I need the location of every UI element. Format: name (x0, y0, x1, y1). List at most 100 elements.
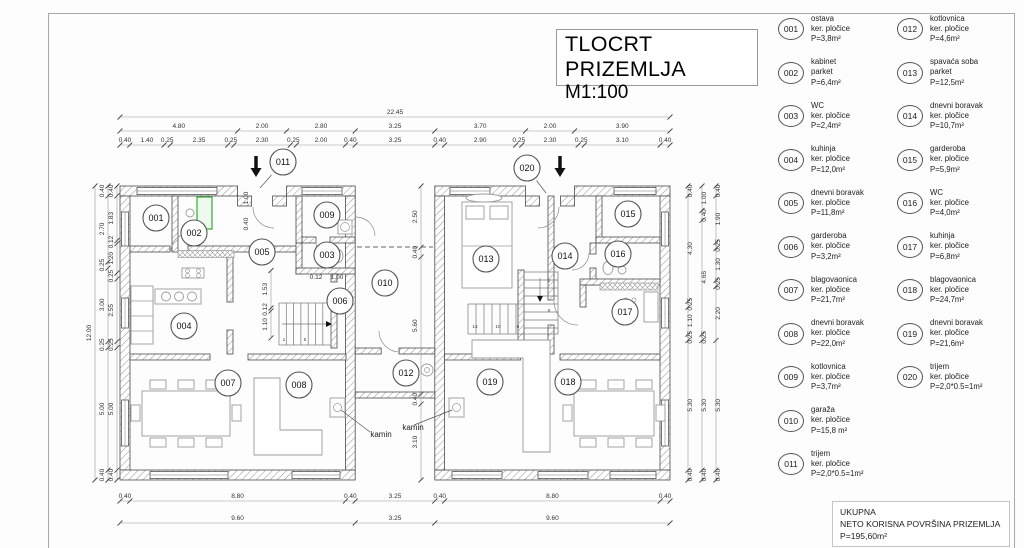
dimension-tick (287, 142, 294, 148)
room-bubble-005: 005 (248, 238, 276, 266)
dimension-label: 0.25 (108, 269, 115, 282)
dimension-tick (512, 142, 519, 148)
kamin-label: kamin (370, 430, 391, 439)
dimension-label: 0.40 (433, 493, 446, 500)
floor-plan-drawing: 22.454.802.002.803.253.702.003.900.401.4… (86, 109, 722, 526)
dimension-label: 0.25 (225, 137, 238, 144)
dimension-tick (713, 192, 719, 199)
room-bubble-003: 003 (313, 241, 341, 269)
dimension-tick (283, 128, 290, 134)
chair-kabinet (185, 208, 195, 218)
dimension-label: 0.25 (99, 338, 106, 351)
svg-text:006: 006 (332, 296, 347, 306)
dimension-label: 0.25 (715, 277, 722, 290)
total-label-2: NETO KORISNA POVRŠINA PRIZEMLJA (840, 519, 1001, 530)
dimension-label: 0.25 (161, 137, 174, 144)
stair-number: 1 (283, 337, 286, 343)
dimension-tick (713, 337, 719, 344)
dimension-label: 3.70 (474, 123, 487, 130)
dimension-tick (685, 304, 691, 311)
stair-number: 1 (548, 278, 551, 284)
stair-number: 14 (472, 324, 478, 330)
dimension-label: 1.00 (331, 274, 344, 281)
dimension-label: 1.40 (141, 137, 154, 144)
room-bubble-004: 004 (170, 312, 198, 340)
dimension-label: 3.25 (389, 137, 402, 144)
dimension-label: 2.00 (315, 137, 328, 144)
dimension-label: 0.40 (119, 493, 132, 500)
dimension-tick (522, 128, 529, 134)
dimension-tick (161, 142, 167, 148)
svg-text:008: 008 (291, 380, 306, 390)
dimension-label: 3.10 (616, 137, 629, 144)
dimension-label: 0.25 (108, 338, 115, 351)
dimension-tick (105, 344, 111, 351)
sofa-008 (253, 377, 323, 456)
legend-room-number: 010 (778, 409, 804, 432)
dimension-tick (431, 128, 438, 134)
room-bubble-013: 013 (472, 245, 500, 273)
stair-number: 5 (304, 337, 307, 343)
legend-room-number: 001 (778, 18, 804, 40)
dimension-label: 5.60 (412, 319, 419, 332)
interior-walls (129, 195, 661, 399)
dimension-label: 4.30 (687, 242, 694, 255)
dimension-label: 0.25 (687, 298, 694, 311)
dimension-tick (231, 142, 237, 148)
dimension-tick (126, 498, 133, 504)
dimension-tick (685, 467, 691, 474)
dimension-label: 0.40 (701, 209, 708, 222)
dimension-label: 2.30 (544, 137, 557, 144)
dimension-tick (117, 128, 123, 134)
dimension-tick (92, 477, 98, 483)
drawing-scale: M1:100 (565, 82, 629, 103)
dimension-label: 0.40 (433, 137, 446, 144)
dimension-tick (571, 128, 578, 134)
dimension-label: 0.40 (412, 392, 419, 405)
dimension-tick (713, 239, 719, 246)
door-arcs (170, 206, 590, 353)
dimension-tick (418, 391, 424, 398)
dimension-tick (114, 192, 120, 199)
legend-room-number: 019 (897, 322, 923, 345)
dimension-tick (699, 217, 705, 224)
kamin-leader (413, 409, 453, 426)
callout-020: 020 (513, 154, 547, 194)
dimension-label: 3.25 (389, 515, 402, 522)
dimension-label: 0.40 (344, 137, 357, 144)
dimension-tick (431, 142, 438, 148)
dimension-tick (418, 254, 424, 260)
dimension-tick (685, 337, 691, 344)
dimension-label: 3.90 (616, 123, 629, 130)
dimension-tick (114, 276, 120, 282)
dimension-label: 0.40 (659, 137, 672, 144)
dimension-tick (431, 498, 438, 504)
dimension-tick (114, 237, 120, 244)
dimension-tick (581, 142, 588, 148)
room-bubble-018: 018 (554, 368, 582, 396)
dimension-tick (114, 338, 120, 345)
dimension-tick (713, 477, 719, 483)
drawing-title: TLOCRT PRIZEMLJA (565, 32, 686, 81)
dimension-tick (441, 498, 448, 504)
svg-text:004: 004 (176, 321, 191, 331)
total-label-1: UKUPNA (840, 507, 876, 517)
dimension-label: 3.25 (389, 493, 402, 500)
svg-text:013: 013 (478, 254, 493, 264)
dimension-label: 0.25 (715, 239, 722, 252)
dimension-tick (114, 270, 120, 276)
dimension-tick (352, 128, 359, 134)
windows (121, 187, 669, 479)
